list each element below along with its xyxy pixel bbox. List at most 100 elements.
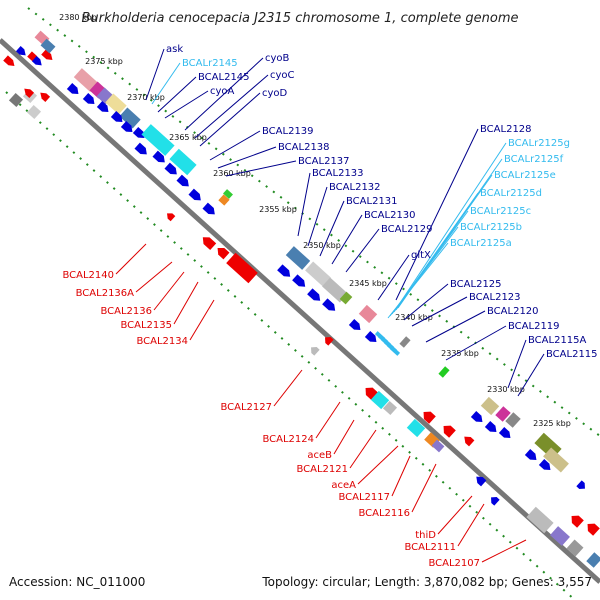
- map-title: Burkholderia cenocepacia J2315 chromosom…: [81, 11, 518, 26]
- gene-box: [550, 526, 570, 546]
- plus-gene-arrow: [524, 449, 537, 461]
- kbp-tick-label: 2335 kbp: [441, 349, 479, 358]
- gene-label[interactable]: BCAL2107: [428, 558, 480, 569]
- gene-box: [370, 390, 390, 410]
- kbp-tick-label: 2380 kbp: [59, 13, 97, 22]
- kbp-tick-label: 2360 kbp: [213, 169, 251, 178]
- gene-label[interactable]: BCALr2125g: [508, 138, 570, 149]
- label-leader: [391, 455, 411, 497]
- gene-label[interactable]: ask: [166, 44, 183, 55]
- label-leaders: [115, 48, 545, 563]
- gene-label[interactable]: aceB: [307, 450, 332, 461]
- label-leader: [157, 76, 197, 113]
- label-leader: [145, 48, 165, 101]
- plus-gene-arrow: [120, 121, 133, 133]
- chromosome-backbone: [0, 38, 600, 584]
- gene-box: [543, 447, 569, 473]
- plus-gene-arrow: [176, 174, 189, 187]
- kbp-tick-label: 2330 kbp: [487, 385, 525, 394]
- gene-label[interactable]: BCAL2124: [262, 434, 314, 445]
- gene-label[interactable]: BCAL2140: [62, 270, 114, 281]
- label-leader: [403, 283, 449, 321]
- label-leader: [315, 401, 341, 439]
- gene-box: [505, 412, 521, 428]
- gene-label[interactable]: BCAL2139: [262, 126, 314, 137]
- gene-label[interactable]: BCAL2136: [100, 306, 152, 317]
- gene-label[interactable]: BCAL2138: [278, 142, 330, 153]
- inner-tick-track: [5, 91, 576, 600]
- gene-box: [495, 406, 511, 422]
- gene-label[interactable]: BCAL2116: [358, 508, 410, 519]
- gene-label[interactable]: BCAL2133: [312, 168, 364, 179]
- gene-box: [339, 291, 353, 305]
- tick-tracks: [5, 7, 600, 600]
- label-leader: [357, 445, 399, 485]
- label-leader: [517, 353, 545, 397]
- gene-label[interactable]: BCAL2134: [136, 336, 188, 347]
- gene-label[interactable]: BCAL2127: [220, 402, 272, 413]
- minus-gene-arrow: [365, 387, 378, 400]
- gene-label[interactable]: BCALr2125e: [494, 170, 556, 181]
- gene-label[interactable]: BCAL2136A: [76, 288, 135, 299]
- gene-label[interactable]: BCALr2125b: [460, 222, 522, 233]
- gene-label[interactable]: cyoB: [265, 53, 290, 64]
- gene-label[interactable]: BCAL2121: [296, 464, 348, 475]
- plus-gene-arrow: [348, 319, 361, 331]
- minus-gene-arrow: [464, 436, 475, 447]
- gene-box: [305, 261, 331, 287]
- label-leader: [199, 92, 261, 147]
- gene-label[interactable]: BCAL2120: [487, 306, 539, 317]
- gene-label[interactable]: BCAL2123: [469, 292, 521, 303]
- plus-gene-arrow: [576, 480, 585, 489]
- label-leader: [273, 369, 303, 407]
- kbp-tick-label: 2375 kbp: [85, 57, 123, 66]
- gene-label[interactable]: thiD: [415, 530, 436, 541]
- gene-label[interactable]: cyoD: [262, 88, 288, 99]
- plus-gene-arrow: [66, 83, 79, 95]
- label-leader: [217, 146, 277, 169]
- minus-gene-arrow: [24, 88, 35, 98]
- gene-label[interactable]: BCAL2135: [120, 320, 172, 331]
- gene-label[interactable]: BCAL2131: [346, 196, 398, 207]
- gene-box: [526, 506, 554, 534]
- label-leader: [319, 200, 345, 257]
- gene-label[interactable]: BCAL2115A: [528, 335, 587, 346]
- plus-gene-arrow: [307, 288, 321, 301]
- minus-gene-arrow: [3, 55, 15, 67]
- gene-label[interactable]: gltX: [411, 250, 431, 261]
- gene-label[interactable]: aceA: [331, 480, 356, 491]
- gene-box: [105, 93, 127, 115]
- gene-label[interactable]: BCAL2119: [508, 321, 560, 332]
- gene-label[interactable]: BCALr2125f: [504, 154, 564, 165]
- gene-label[interactable]: BCAL2137: [298, 156, 350, 167]
- plus-gene-arrow: [96, 101, 109, 113]
- gene-label[interactable]: cyoA: [210, 86, 235, 97]
- plus-gene-arrow: [134, 142, 147, 155]
- gene-label[interactable]: BCAL2130: [364, 210, 416, 221]
- gene-label[interactable]: BCAL2128: [480, 124, 532, 135]
- minus-gene-arrow: [217, 247, 230, 260]
- gene-label[interactable]: BCAL2117: [338, 492, 390, 503]
- gene-label[interactable]: BCALr2125d: [480, 188, 542, 199]
- gene-box: [119, 107, 141, 129]
- gene-label[interactable]: BCAL2145: [198, 72, 250, 83]
- gene-label[interactable]: BCAL2115: [546, 349, 598, 360]
- gene-label[interactable]: BCALr2125a: [450, 238, 512, 249]
- gene-label[interactable]: BCALr2145: [182, 58, 238, 69]
- gene-label[interactable]: BCAL2129: [381, 224, 433, 235]
- plus-gene-arrow: [322, 298, 336, 311]
- label-leader: [209, 130, 261, 161]
- gene-label[interactable]: cyoC: [270, 70, 295, 81]
- label-leader: [445, 325, 507, 361]
- gene-label[interactable]: BCAL2132: [329, 182, 381, 193]
- gene-box: [40, 38, 56, 54]
- label-leader: [333, 419, 355, 455]
- label-leader: [395, 128, 479, 301]
- gene-label[interactable]: BCAL2111: [404, 542, 456, 553]
- gene-box: [358, 304, 378, 324]
- label-leader: [345, 228, 380, 273]
- gene-label[interactable]: BCALr2125c: [470, 206, 531, 217]
- minus-gene-arrow: [202, 237, 217, 251]
- gene-label[interactable]: BCAL2125: [450, 279, 502, 290]
- minus-gene-arrow: [476, 476, 487, 487]
